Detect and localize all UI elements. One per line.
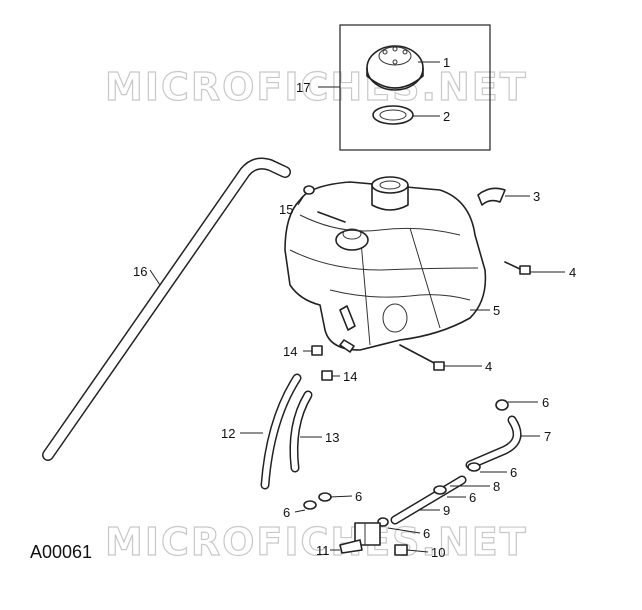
fuel-cap — [366, 45, 424, 91]
callout-15: 15 — [279, 202, 293, 217]
callout-6-b: 6 — [510, 465, 517, 480]
clamp-6-c — [433, 485, 447, 495]
valve-screw — [394, 544, 408, 556]
tank-clip — [477, 187, 506, 206]
callout-1: 1 — [443, 55, 450, 70]
callout-6-c: 6 — [469, 490, 476, 505]
fuel-hose-7 — [465, 415, 522, 470]
bolt-upper — [504, 261, 531, 275]
callout-4-lower: 4 — [485, 359, 492, 374]
clamp-6-e — [303, 500, 317, 510]
callout-17: 17 — [296, 80, 310, 95]
callout-13: 13 — [325, 430, 339, 445]
callout-3: 3 — [533, 189, 540, 204]
callout-5: 5 — [493, 303, 500, 318]
fuel-valve — [339, 522, 381, 554]
leader-lines — [149, 61, 565, 553]
callout-14-upper: 14 — [283, 344, 297, 359]
callout-6-e: 6 — [283, 505, 290, 520]
clamp-14-upper — [311, 345, 323, 356]
watermark-bottom: MICROFICHES.NET — [105, 520, 528, 564]
clamp-6-b — [467, 462, 481, 472]
callout-6-a: 6 — [542, 395, 549, 410]
clamp-6-d — [318, 492, 332, 502]
callout-11: 11 — [316, 543, 330, 558]
callout-10: 10 — [431, 545, 445, 560]
bolt-lower — [399, 344, 445, 371]
callout-12: 12 — [221, 426, 235, 441]
callout-14-lower: 14 — [343, 369, 357, 384]
callout-6-d: 6 — [355, 489, 362, 504]
clamp-6-a — [495, 399, 509, 411]
clamp-14-lower — [321, 370, 333, 381]
callout-8: 8 — [493, 479, 500, 494]
callout-2: 2 — [443, 109, 450, 124]
callout-4-upper: 4 — [569, 265, 576, 280]
callout-9: 9 — [443, 503, 450, 518]
callout-16: 16 — [133, 264, 147, 279]
callout-7: 7 — [544, 429, 551, 444]
diagram-code: A00061 — [30, 542, 93, 562]
watermark-top: MICROFICHES.NET — [105, 65, 528, 109]
callout-6-f: 6 — [423, 526, 430, 541]
fuel-tank — [284, 176, 487, 353]
cap-gasket — [372, 105, 414, 125]
hose-clamp-15 — [303, 185, 315, 195]
